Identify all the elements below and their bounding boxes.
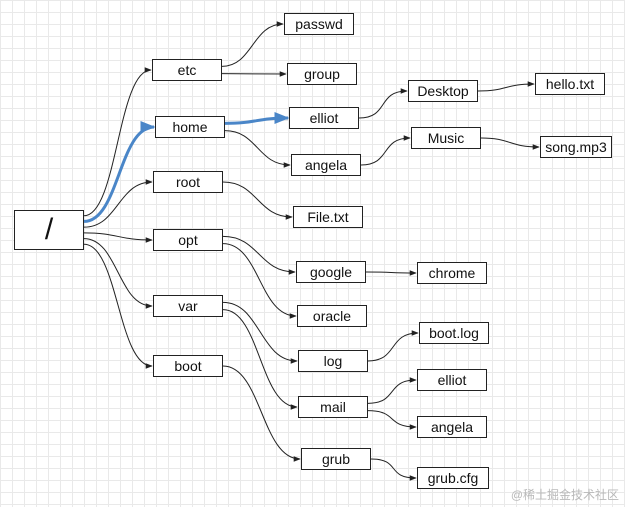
node-boot-log: boot.log <box>419 322 489 344</box>
edge-home-elliot <box>224 112 290 125</box>
node-oracle: oracle <box>297 305 367 327</box>
node-passwd: passwd <box>284 13 354 35</box>
node-elliot: elliot <box>289 107 359 129</box>
edge-root-file_txt <box>222 181 293 220</box>
node-file-txt: File.txt <box>293 206 363 228</box>
edge-log-boot_log <box>367 330 419 362</box>
node-log: log <box>298 350 368 372</box>
node-music: Music <box>411 127 481 149</box>
node-group: group <box>287 63 357 85</box>
node-boot: boot <box>153 355 223 377</box>
edge-angela-music <box>360 135 411 166</box>
node-grub-cfg: grub.cfg <box>417 467 489 489</box>
node-mail: mail <box>298 396 368 418</box>
node-mail-elliot: elliot <box>417 369 487 391</box>
edge-grub-grub_cfg <box>370 458 417 481</box>
edge-mail-mail_elliot <box>367 377 417 404</box>
node-mail-angela: angela <box>417 416 487 438</box>
node-song-mp3: song.mp3 <box>540 136 612 158</box>
watermark: @稀土掘金技术社区 <box>510 488 619 502</box>
edge-slash-etc <box>83 67 152 217</box>
edge-mail-mail_angela <box>367 410 417 430</box>
edge-opt-oracle <box>222 243 297 319</box>
node-hello-txt: hello.txt <box>535 73 605 95</box>
edge-etc-passwd <box>221 21 284 67</box>
edge-opt-google <box>222 235 296 275</box>
edge-slash-home <box>83 121 156 223</box>
edge-elliot-desktop <box>358 88 408 119</box>
edge-boot-grub <box>222 365 301 462</box>
node-home: home <box>155 116 225 138</box>
node-root: root <box>153 171 223 193</box>
node-chrome: chrome <box>417 262 487 284</box>
edge-desktop-hello_txt <box>477 81 535 92</box>
edge-slash-boot <box>83 243 153 369</box>
edge-var-log <box>222 301 298 364</box>
node-desktop: Desktop <box>408 80 478 102</box>
edge-slash-var <box>83 238 153 309</box>
edge-music-song_mp3 <box>480 137 540 150</box>
node-etc: etc <box>152 59 222 81</box>
node-var: var <box>153 295 223 317</box>
node-root-slash: / <box>14 210 84 250</box>
node-grub: grub <box>301 448 371 470</box>
node-google: google <box>296 261 366 283</box>
edge-slash-opt <box>83 232 153 243</box>
edge-google-chrome <box>365 270 417 276</box>
edge-home-angela <box>224 130 291 168</box>
edge-var-mail <box>222 309 298 410</box>
node-opt: opt <box>153 229 223 251</box>
edge-slash-root <box>83 179 153 228</box>
node-angela: angela <box>291 154 361 176</box>
